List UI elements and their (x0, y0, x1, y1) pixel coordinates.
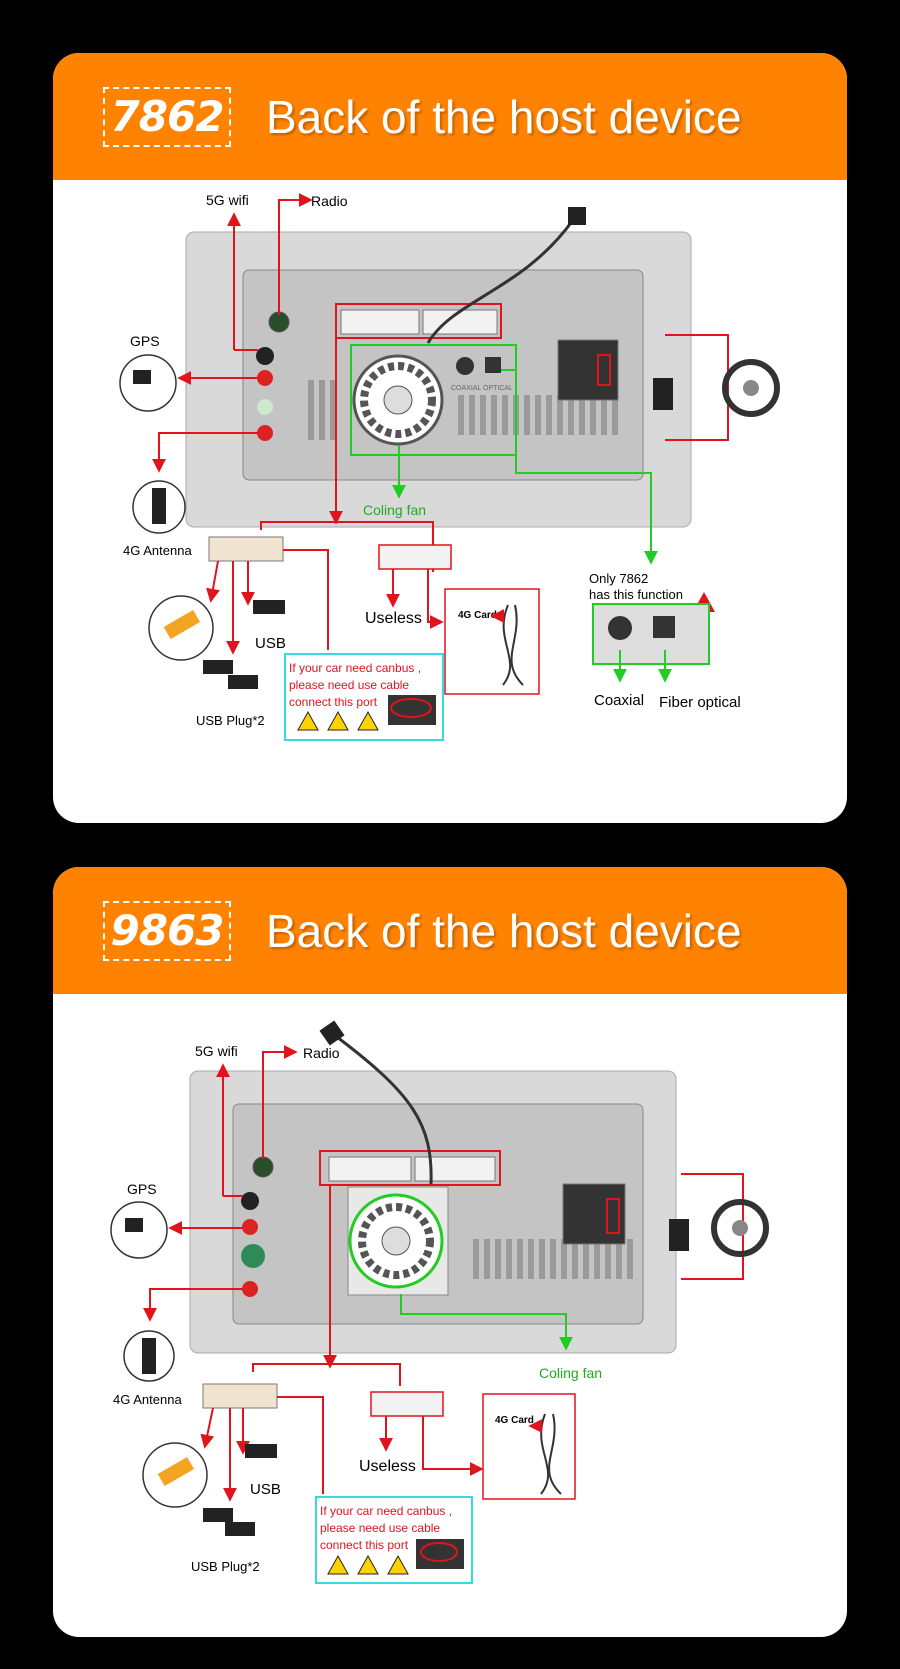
label-coling-fan: Coling fan (363, 502, 426, 518)
harness-plug-left (208, 536, 284, 562)
cable-plug (319, 1020, 345, 1046)
label-coaxial: Coaxial (594, 692, 644, 709)
harness-plug-useless (370, 1391, 444, 1417)
model-badge: 7862 (103, 87, 231, 147)
cable-plug (568, 207, 586, 225)
main-connector-block (319, 1150, 501, 1186)
label-coling-fan: Coling fan (539, 1365, 602, 1381)
4g-card-cable-box (444, 588, 540, 695)
label-useless: Useless (359, 1458, 416, 1475)
canbus-line: please need use cable (320, 1521, 440, 1535)
canbus-line: connect this port (289, 695, 378, 709)
left-port-column (241, 1156, 274, 1297)
canbus-line: If your car need canbus , (289, 661, 421, 675)
wiring-diagram: 5G wifi Radio GPS 4G Antenna Coling fan … (110, 1020, 769, 1584)
label-only-7862-sub: has this function (589, 587, 683, 602)
coaxial-optical-ports: COAXIAL OPTICAL (451, 357, 513, 392)
power-cable (332, 1032, 433, 1185)
usb-icon (245, 1444, 277, 1458)
label-usb: USB (250, 1481, 281, 1498)
section-header: 9863 Back of the host device (53, 867, 847, 994)
steering-wheel-icon (711, 1199, 769, 1257)
canbus-line: If your car need canbus , (320, 1504, 452, 1518)
steering-connector (557, 334, 780, 441)
section-title: Back of the host device (266, 905, 742, 957)
section-9863: 9863 Back of the host device (53, 867, 847, 1637)
model-badge: 9863 (103, 901, 231, 961)
canbus-line: connect this port (320, 1538, 409, 1552)
left-port-column (256, 311, 290, 441)
canbus-note: If your car need canbus , please need us… (315, 1496, 473, 1584)
canbus-line: please need use cable (289, 678, 409, 692)
wiring-diagram: COAXIAL OPTICAL 5G wifi Radio GPS (119, 192, 780, 741)
label-gps: GPS (130, 333, 160, 349)
label-radio: Radio (311, 193, 348, 209)
harness-plug-left (202, 1383, 278, 1409)
section-title: Back of the host device (266, 91, 742, 143)
section-7862: 7862 Back of the host device (53, 53, 847, 823)
steering-wheel-icon (722, 359, 780, 417)
label-fiber-optical: Fiber optical (659, 694, 741, 711)
main-connector-block (335, 303, 502, 339)
usb-plug-icon (203, 660, 233, 674)
label-usb-plug: USB Plug*2 (191, 1559, 260, 1574)
usb-icon (253, 600, 285, 614)
cooling-fan (347, 1186, 449, 1296)
section-header: 7862 Back of the host device (53, 53, 847, 180)
label-4g-card: 4G Card (458, 610, 497, 621)
label-useless: Useless (365, 610, 422, 627)
label-radio: Radio (303, 1045, 340, 1061)
harness-plug-useless (378, 544, 452, 570)
4g-card-cable-box (482, 1393, 576, 1500)
label-4g-antenna: 4G Antenna (123, 543, 192, 558)
canbus-note: If your car need canbus , please need us… (284, 653, 444, 741)
port-label: COAXIAL (451, 385, 481, 392)
label-only-7862: Only 7862 (589, 571, 648, 586)
steering-connector (562, 1173, 769, 1280)
power-cable (426, 219, 575, 344)
label-gps: GPS (127, 1181, 157, 1197)
cooling-fan (350, 344, 517, 456)
port-label: OPTICAL (483, 385, 513, 392)
label-5g-wifi: 5G wifi (195, 1043, 238, 1059)
label-5g-wifi: 5G wifi (206, 192, 249, 208)
label-usb: USB (255, 635, 286, 652)
label-usb-plug: USB Plug*2 (196, 713, 265, 728)
label-4g-antenna: 4G Antenna (113, 1392, 182, 1407)
label-4g-card: 4G Card (495, 1415, 534, 1426)
usb-plug-icon (203, 1508, 233, 1522)
